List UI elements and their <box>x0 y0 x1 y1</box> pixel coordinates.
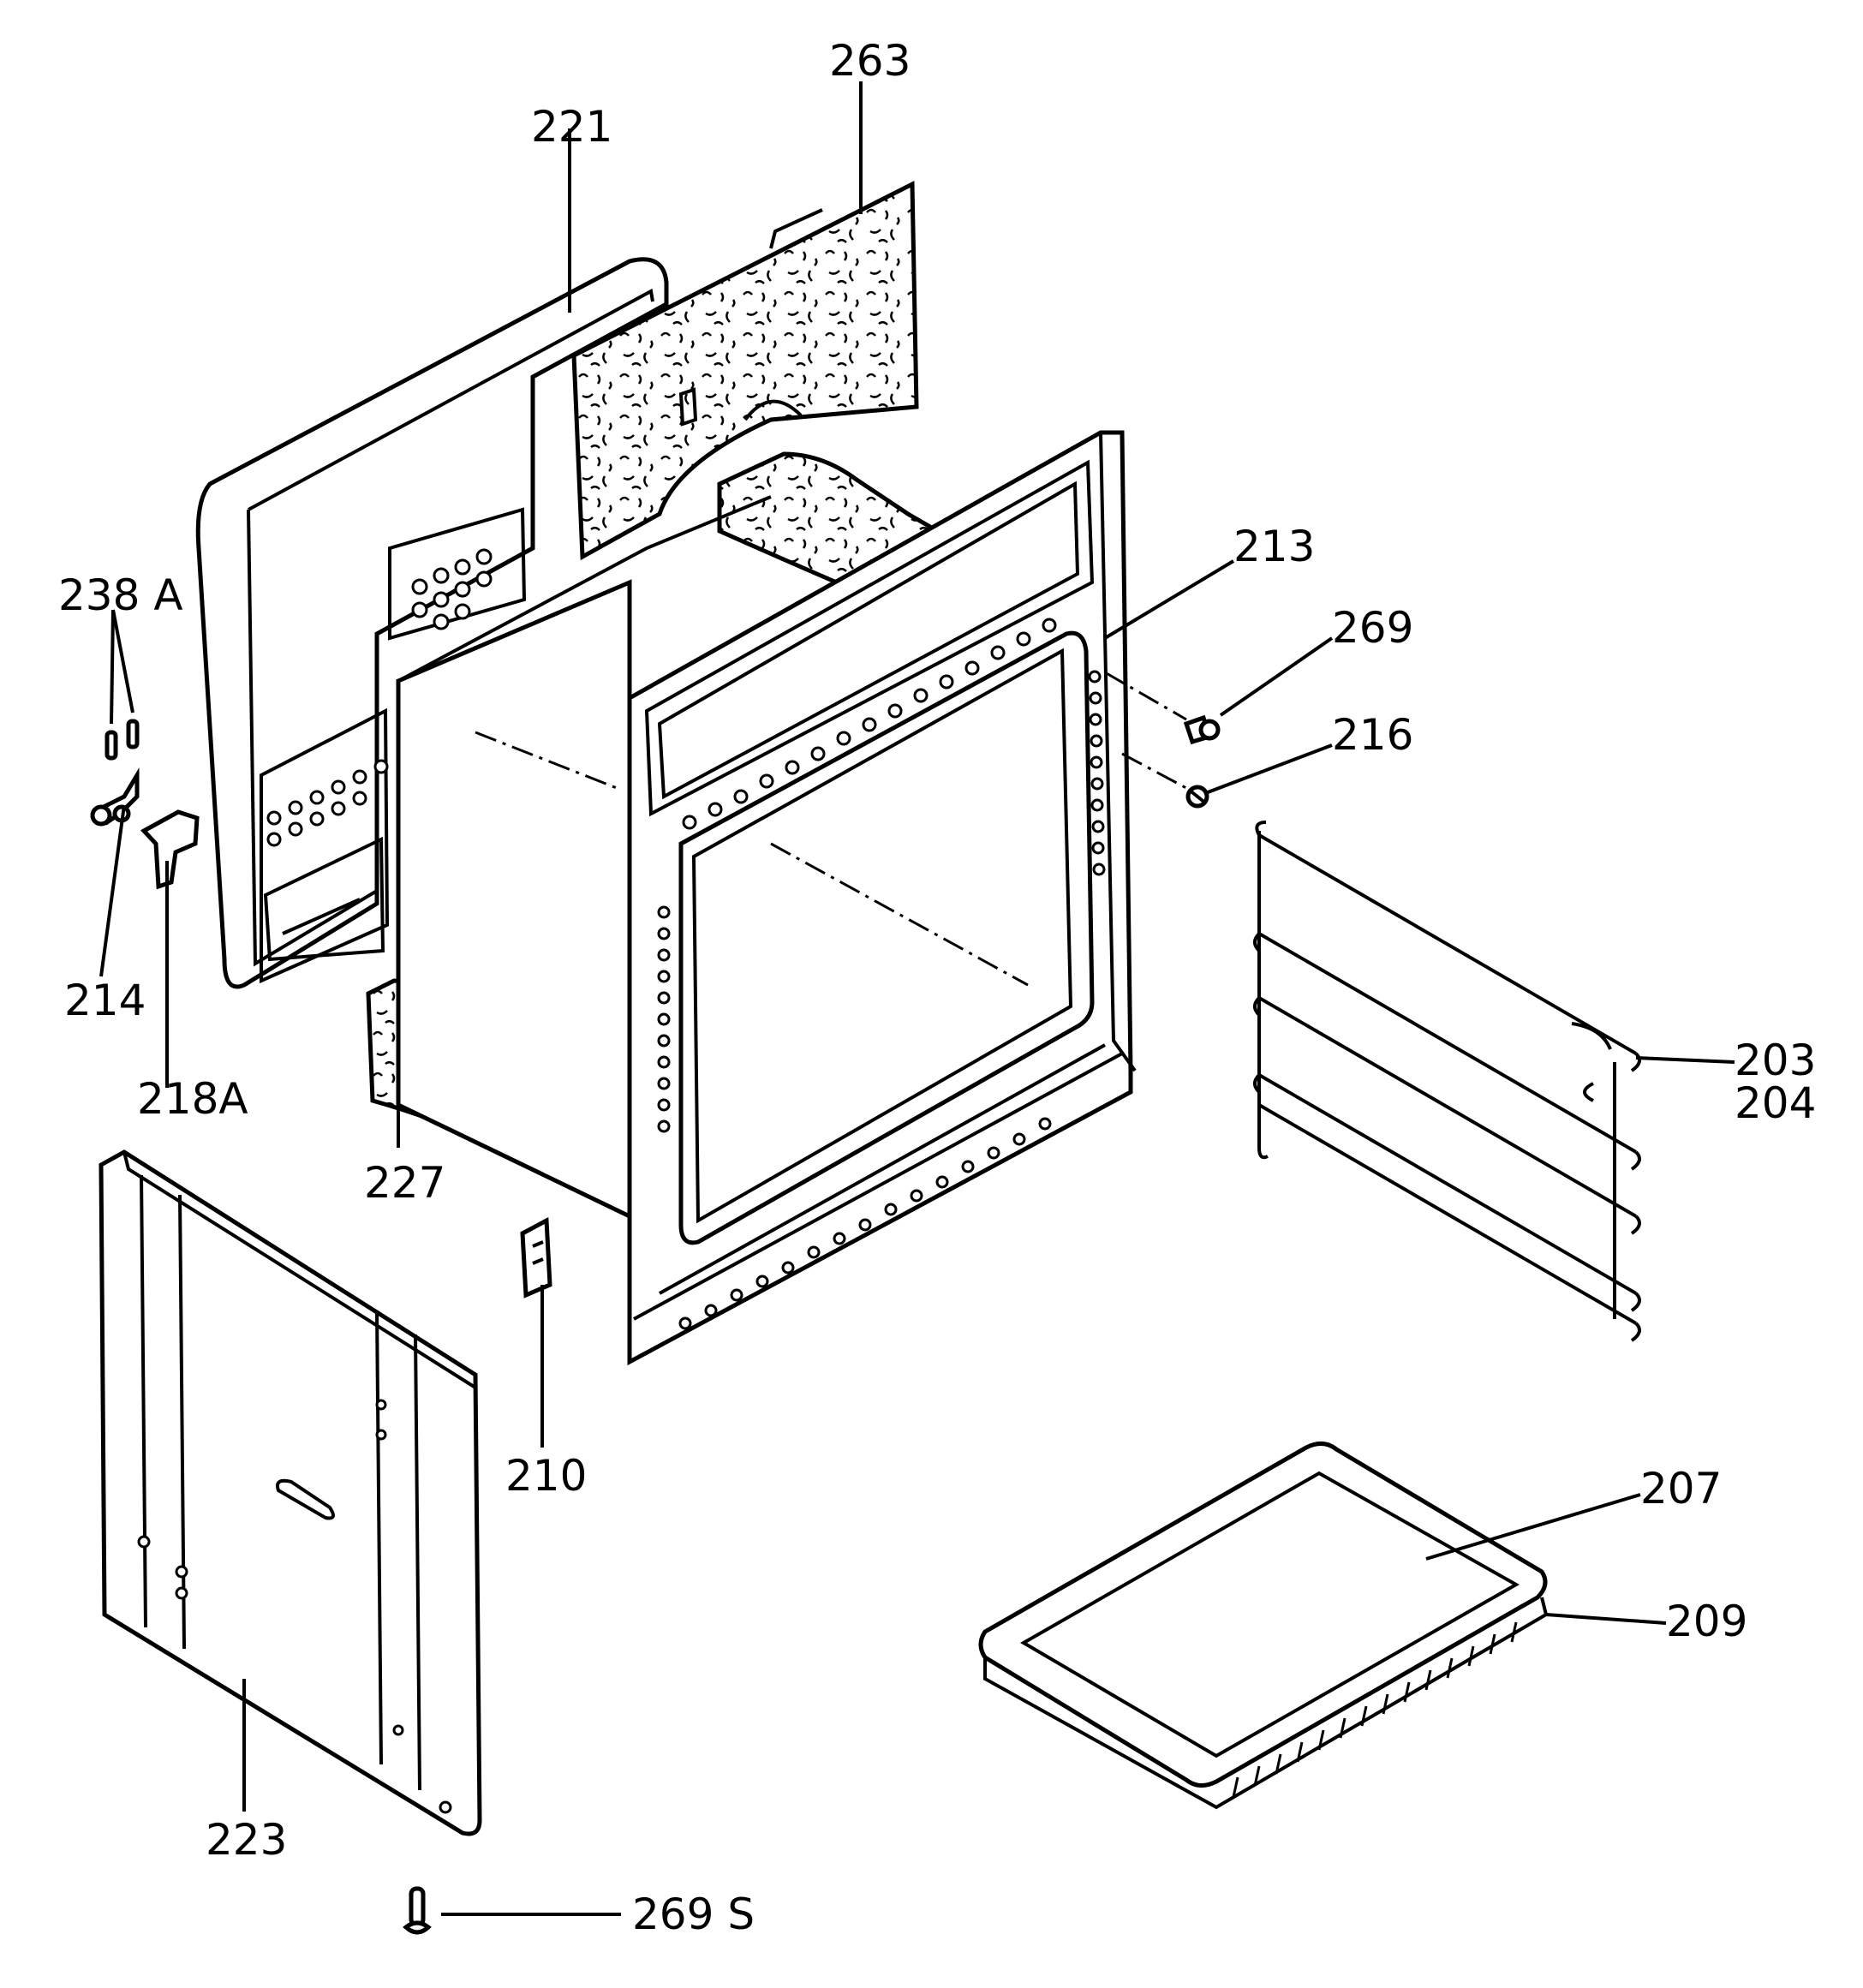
label-223: 223 <box>206 1815 287 1865</box>
label-218A: 218A <box>137 1074 248 1124</box>
label-263: 263 <box>829 36 911 86</box>
label-214: 214 <box>64 976 146 1025</box>
label-216: 216 <box>1332 710 1413 760</box>
label-204: 204 <box>1735 1078 1816 1128</box>
label-209: 209 <box>1666 1597 1747 1646</box>
side-panel-223 <box>99 1149 482 1836</box>
front-frame-213 <box>627 430 1137 1366</box>
bracket-218A <box>140 809 200 890</box>
label-227: 227 <box>364 1158 445 1208</box>
label-203: 203 <box>1735 1036 1816 1085</box>
front-frame-holes <box>657 618 1106 1330</box>
label-269: 269 <box>1332 603 1413 653</box>
assembly-lines <box>397 671 1187 987</box>
rear-panel-vent-holes <box>266 548 493 847</box>
pins-238A <box>104 719 140 761</box>
screw-269S <box>403 1886 432 1935</box>
label-221: 221 <box>531 102 612 152</box>
tray-ridges-209 <box>1232 1621 1518 1798</box>
label-213: 213 <box>1233 522 1315 571</box>
label-207: 207 <box>1640 1464 1722 1513</box>
shelf-rail-203-204 <box>1253 821 1641 1342</box>
leader-lines <box>99 81 1735 1916</box>
label-238A: 238 A <box>58 570 183 620</box>
baking-tray-207 <box>978 1442 1549 1810</box>
bracket-210 <box>520 1216 552 1298</box>
label-269S: 269 S <box>632 1889 755 1939</box>
top-insulation-263 <box>571 180 919 561</box>
label-210: 210 <box>505 1451 587 1501</box>
rear-panel-221 <box>195 257 669 989</box>
part-labels: 263 221 238 A 213 269 216 214 218A 227 2… <box>58 36 1816 1939</box>
hinge-214 <box>90 767 140 827</box>
fastener-216 <box>1185 785 1209 809</box>
fastener-269 <box>1183 714 1221 745</box>
